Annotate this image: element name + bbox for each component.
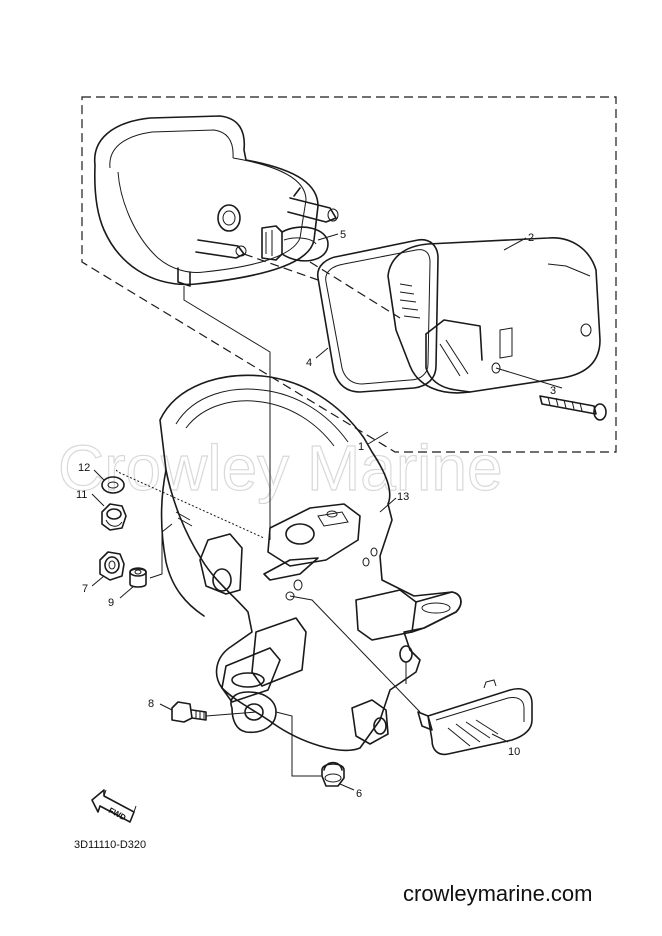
alignment-line — [149, 523, 173, 579]
callout-5: 5 — [340, 229, 346, 241]
bolt — [171, 701, 207, 723]
license-light — [417, 679, 533, 756]
alignment-line — [289, 595, 421, 713]
callout-12: 12 — [78, 462, 90, 474]
alignment-line — [205, 711, 257, 717]
collar — [129, 567, 147, 588]
screw — [539, 395, 607, 421]
diagram-code: 3D11110-D320 — [74, 839, 146, 851]
gasket — [316, 238, 439, 393]
acorn-nut — [321, 761, 345, 787]
alignment-line — [309, 261, 401, 319]
callout-leader-3 — [495, 367, 563, 389]
alignment-line — [275, 711, 322, 777]
callout-leader-6 — [339, 783, 355, 791]
callout-3: 3 — [550, 385, 556, 397]
bulb — [261, 225, 329, 262]
fwd-arrow-icon: FWD — [91, 789, 137, 823]
callout-leader-13 — [379, 497, 397, 513]
callout-2: 2 — [528, 232, 534, 244]
website-footer: crowleymarine.com — [403, 881, 593, 906]
callout-leader-8 — [159, 703, 173, 711]
callout-8: 8 — [148, 698, 154, 710]
callout-leader-12 — [93, 469, 105, 481]
callout-1: 1 — [358, 441, 364, 453]
tail-light-lens — [387, 237, 601, 394]
callout-leader-11 — [91, 493, 105, 507]
callout-7: 7 — [82, 583, 88, 595]
callout-leader-10 — [491, 733, 509, 743]
callout-leader-4 — [315, 347, 329, 359]
tail-light-housing — [93, 115, 339, 287]
cap-nut — [101, 503, 127, 531]
callout-leader-7 — [91, 575, 105, 587]
callout-11: 11 — [76, 489, 87, 501]
callout-leader-9 — [119, 585, 135, 599]
assembly-boundary — [81, 96, 617, 453]
callout-6: 6 — [356, 788, 362, 800]
callout-leader-1 — [367, 431, 389, 445]
callout-13: 13 — [397, 491, 409, 503]
alignment-line — [115, 469, 265, 539]
callout-9: 9 — [108, 597, 114, 609]
callout-leader-5 — [317, 233, 339, 241]
watermark-text: Crowley Marine — [58, 432, 503, 504]
tail-light-bracket — [159, 374, 462, 752]
callout-4: 4 — [306, 357, 312, 369]
callout-10: 10 — [508, 746, 520, 758]
alignment-line — [183, 286, 271, 540]
callout-leader-2 — [503, 237, 527, 251]
washer — [101, 476, 125, 494]
nut — [99, 551, 125, 581]
